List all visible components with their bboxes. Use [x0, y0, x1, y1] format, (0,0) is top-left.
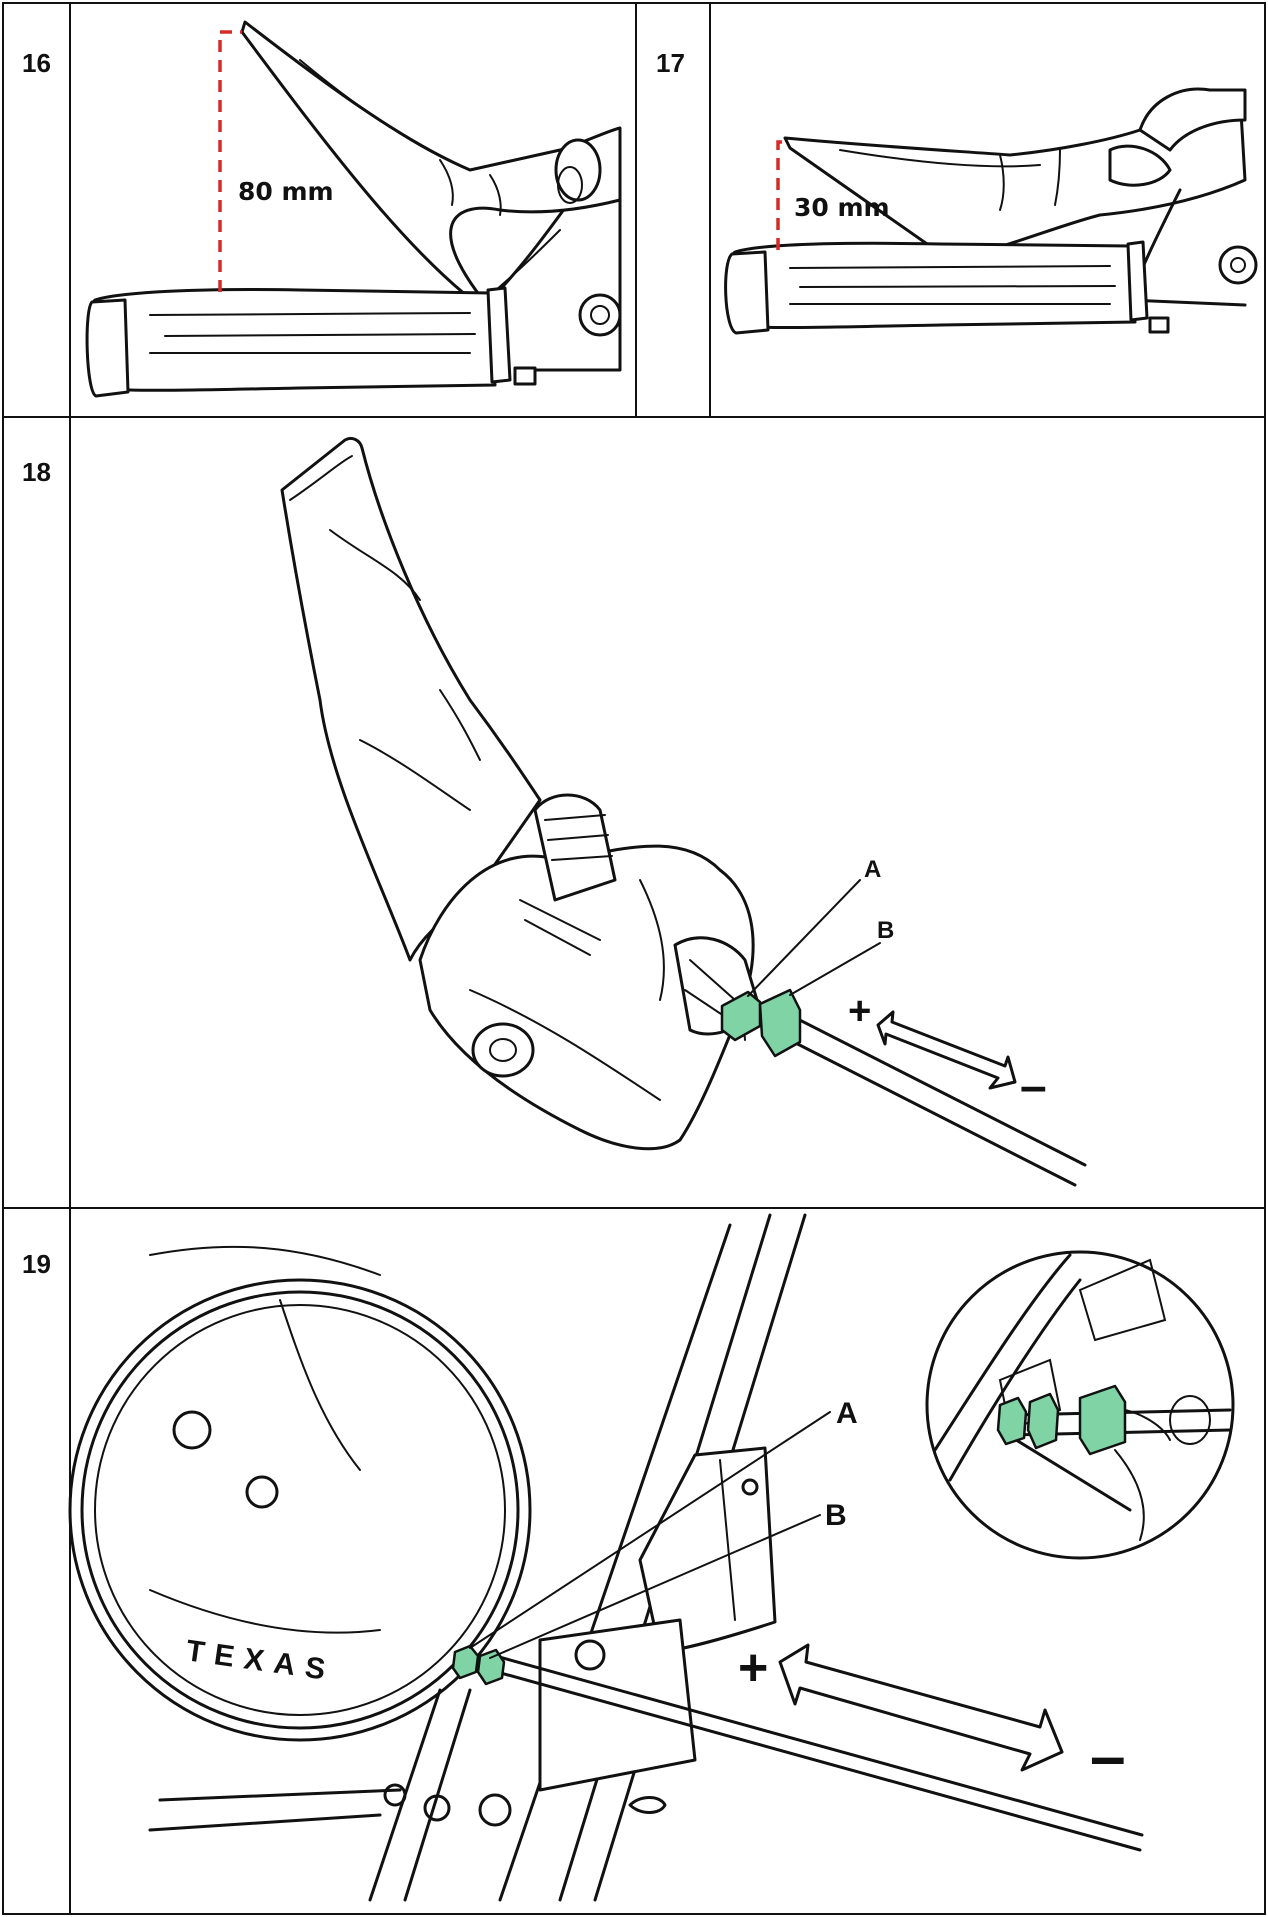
- panel-19-illustration: TEXAS: [68, 1213, 807, 1902]
- dimension-line-30mm: [776, 140, 790, 250]
- cable-19: [488, 1668, 1142, 1852]
- panel-16-illustration: [85, 20, 622, 398]
- plus-symbol-19: +: [738, 1639, 768, 1697]
- leader-a-19: [469, 1411, 831, 1649]
- label-a-18: A: [864, 856, 881, 883]
- lock-nut-a-19: [451, 1644, 480, 1680]
- dimension-line-80mm: [218, 30, 242, 292]
- panel-18-illustration: [280, 436, 762, 1151]
- minus-symbol-19: –: [1090, 1720, 1126, 1792]
- plus-symbol-18: +: [848, 989, 871, 1033]
- minus-symbol-18: –: [1020, 1060, 1047, 1113]
- panel-number-19: 19: [22, 1249, 51, 1279]
- adjust-arrow-19: [778, 1643, 1064, 1772]
- panel-17-illustration: [724, 87, 1258, 335]
- adjuster-b-19: [476, 1648, 506, 1686]
- adjust-arrow-18: [876, 1010, 1017, 1090]
- label-b-18: B: [877, 917, 894, 944]
- measurement-30mm: 30 mm: [794, 193, 890, 222]
- panel-number-16: 16: [22, 48, 51, 78]
- label-b-19: B: [825, 1499, 847, 1532]
- adjuster-b-18: [758, 988, 802, 1058]
- label-a-19: A: [836, 1397, 858, 1430]
- measurement-80mm: 80 mm: [238, 177, 334, 206]
- lock-nut-a-18: [720, 990, 762, 1042]
- brand-text: TEXAS: [184, 1634, 337, 1688]
- detail-inset: [925, 1250, 1235, 1560]
- cable-18: [768, 1028, 1077, 1187]
- leader-b-18: [789, 942, 881, 996]
- panel-number-18: 18: [22, 457, 51, 487]
- leader-b-19: [489, 1514, 821, 1659]
- leader-a-18: [747, 879, 861, 997]
- panel-number-17: 17: [656, 48, 685, 78]
